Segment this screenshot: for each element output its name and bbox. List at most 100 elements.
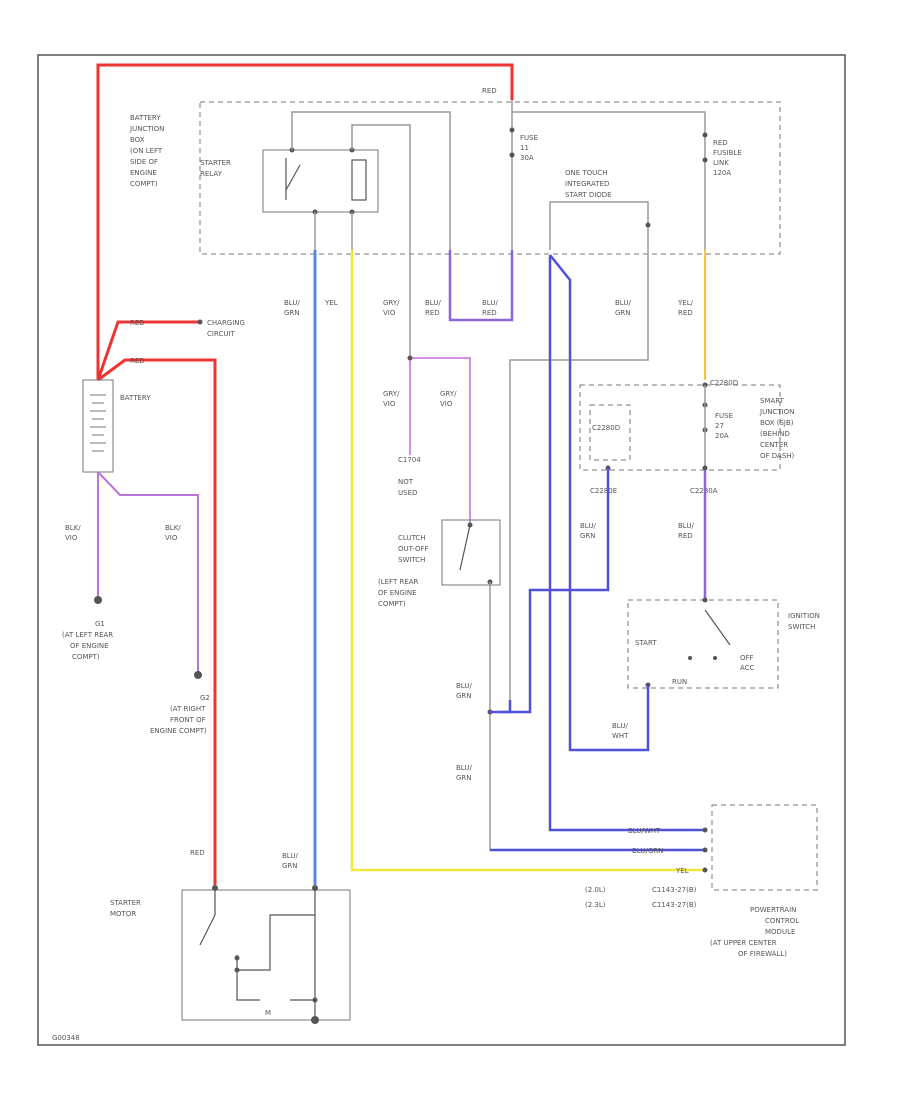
svg-text:(ON LEFT: (ON LEFT bbox=[130, 147, 163, 155]
svg-text:OF FIREWALL): OF FIREWALL) bbox=[738, 950, 787, 958]
smart-junction-box bbox=[579, 384, 781, 471]
battery-symbol bbox=[82, 379, 114, 473]
starter-relay-box bbox=[262, 149, 379, 213]
svg-text:(2.0L): (2.0L) bbox=[585, 886, 606, 894]
svg-text:G2: G2 bbox=[200, 694, 210, 702]
svg-text:GRY/: GRY/ bbox=[383, 299, 400, 307]
svg-text:BLK/: BLK/ bbox=[165, 524, 181, 532]
svg-text:VIO: VIO bbox=[65, 534, 78, 542]
svg-text:BLU/GRN: BLU/GRN bbox=[632, 847, 663, 855]
svg-text:COMPT): COMPT) bbox=[72, 653, 100, 661]
fuse-11-label: FUSE bbox=[520, 134, 538, 142]
svg-text:20A: 20A bbox=[715, 432, 729, 440]
blu-wht-wire bbox=[549, 254, 650, 752]
svg-text:GRN: GRN bbox=[456, 692, 472, 700]
svg-text:VIO: VIO bbox=[383, 309, 396, 317]
smart-jb-label: SMART JUNCTION BOX (SJB) (BEHIND CENTER … bbox=[759, 397, 795, 460]
svg-text:ACC: ACC bbox=[740, 664, 755, 672]
svg-text:WHT: WHT bbox=[612, 732, 629, 740]
pcm-box bbox=[711, 804, 818, 891]
svg-text:SWITCH: SWITCH bbox=[788, 623, 815, 631]
svg-text:RED: RED bbox=[130, 357, 145, 365]
svg-text:CIRCUIT: CIRCUIT bbox=[207, 330, 236, 338]
svg-text:(AT RIGHT: (AT RIGHT bbox=[170, 705, 206, 713]
svg-text:MODULE: MODULE bbox=[765, 928, 795, 936]
svg-text:BLU/: BLU/ bbox=[482, 299, 498, 307]
svg-text:11: 11 bbox=[520, 144, 529, 152]
svg-text:C2280D: C2280D bbox=[710, 379, 738, 387]
svg-text:GRN: GRN bbox=[456, 774, 472, 782]
svg-text:GRN: GRN bbox=[615, 309, 631, 317]
svg-text:RUN: RUN bbox=[672, 678, 687, 686]
red-starter-wire bbox=[97, 358, 217, 885]
svg-text:RELAY: RELAY bbox=[200, 170, 223, 178]
svg-text:OF DASH): OF DASH) bbox=[760, 452, 795, 460]
blu-red-fuse-wire bbox=[448, 250, 514, 322]
ground-wire-g2 bbox=[97, 471, 199, 675]
svg-text:VIO: VIO bbox=[383, 400, 396, 408]
svg-text:SMART: SMART bbox=[760, 397, 785, 405]
svg-text:VIO: VIO bbox=[165, 534, 178, 542]
svg-text:BLU/: BLU/ bbox=[425, 299, 441, 307]
svg-text:C1143-27(B): C1143-27(B) bbox=[652, 901, 697, 909]
battery-junction-box bbox=[199, 101, 781, 255]
fusible-link-label: RED bbox=[713, 139, 728, 147]
svg-text:COMPT): COMPT) bbox=[378, 600, 406, 608]
svg-text:JUNCTION: JUNCTION bbox=[129, 125, 164, 133]
svg-text:CONTROL: CONTROL bbox=[765, 917, 799, 925]
svg-text:GRY/: GRY/ bbox=[383, 390, 400, 398]
svg-text:(AT UPPER CENTER: (AT UPPER CENTER bbox=[710, 939, 777, 947]
svg-text:RED: RED bbox=[678, 309, 693, 317]
svg-text:(2.3L): (2.3L) bbox=[585, 901, 606, 909]
svg-text:BLU/: BLU/ bbox=[284, 299, 300, 307]
svg-text:YEL: YEL bbox=[324, 299, 338, 307]
svg-text:C1143-27(B): C1143-27(B) bbox=[652, 886, 697, 894]
relay-coil bbox=[351, 159, 367, 201]
svg-text:M: M bbox=[265, 1009, 271, 1017]
starter-motor-label: STARTER bbox=[110, 899, 141, 907]
svg-text:ENGINE COMPT): ENGINE COMPT) bbox=[150, 727, 207, 735]
svg-text:BLU/WHT: BLU/WHT bbox=[628, 827, 661, 835]
diagram-frame bbox=[37, 54, 846, 1046]
svg-text:GRN: GRN bbox=[580, 532, 596, 540]
svg-text:VIO: VIO bbox=[440, 400, 453, 408]
g2-label: G2 (AT RIGHT FRONT OF ENGINE COMPT) bbox=[150, 694, 210, 735]
g1-label: G1 (AT LEFT REAR OF ENGINE COMPT) bbox=[62, 620, 113, 661]
svg-text:GRY/: GRY/ bbox=[440, 390, 457, 398]
svg-text:POWERTRAIN: POWERTRAIN bbox=[750, 906, 796, 914]
svg-text:FRONT OF: FRONT OF bbox=[170, 716, 206, 724]
svg-text:RED: RED bbox=[678, 532, 693, 540]
starter-relay-label: STARTER bbox=[200, 159, 231, 167]
svg-text:BLK/: BLK/ bbox=[65, 524, 81, 532]
svg-text:ENGINE: ENGINE bbox=[130, 169, 157, 177]
diagram-code: G00348 bbox=[52, 1034, 80, 1042]
svg-text:OUT-OFF: OUT-OFF bbox=[398, 545, 429, 553]
svg-text:BOX (SJB): BOX (SJB) bbox=[760, 419, 794, 427]
svg-text:(BEHIND: (BEHIND bbox=[760, 430, 790, 438]
yel-pcm-wire bbox=[350, 250, 705, 872]
svg-text:30A: 30A bbox=[520, 154, 534, 162]
svg-text:GRN: GRN bbox=[284, 309, 300, 317]
svg-text:GRN: GRN bbox=[282, 862, 298, 870]
svg-text:BLU/: BLU/ bbox=[612, 722, 628, 730]
svg-text:COMPT): COMPT) bbox=[130, 180, 158, 188]
svg-text:BLU/: BLU/ bbox=[678, 522, 694, 530]
svg-text:BLU/: BLU/ bbox=[580, 522, 596, 530]
svg-text:BLU/: BLU/ bbox=[282, 852, 298, 860]
svg-text:BLU/: BLU/ bbox=[456, 764, 472, 772]
svg-text:RED: RED bbox=[482, 87, 497, 95]
svg-text:C2280E: C2280E bbox=[590, 487, 617, 495]
battery-jb-label: BATTERY JUNCTION BOX (ON LEFT SIDE OF EN… bbox=[129, 114, 164, 188]
svg-text:SWITCH: SWITCH bbox=[398, 556, 425, 564]
svg-text:RED: RED bbox=[425, 309, 440, 317]
svg-text:NOT: NOT bbox=[398, 478, 414, 486]
svg-text:OF ENGINE: OF ENGINE bbox=[70, 642, 109, 650]
charging-circuit-label: CHARGING bbox=[207, 319, 245, 327]
svg-text:RED: RED bbox=[130, 319, 145, 327]
svg-text:BATTERY: BATTERY bbox=[130, 114, 161, 122]
starter-motor-box bbox=[181, 889, 351, 1021]
svg-text:OF ENGINE: OF ENGINE bbox=[378, 589, 417, 597]
svg-text:C2280D: C2280D bbox=[592, 424, 620, 432]
blu-grn-pcm-wire bbox=[489, 582, 705, 851]
